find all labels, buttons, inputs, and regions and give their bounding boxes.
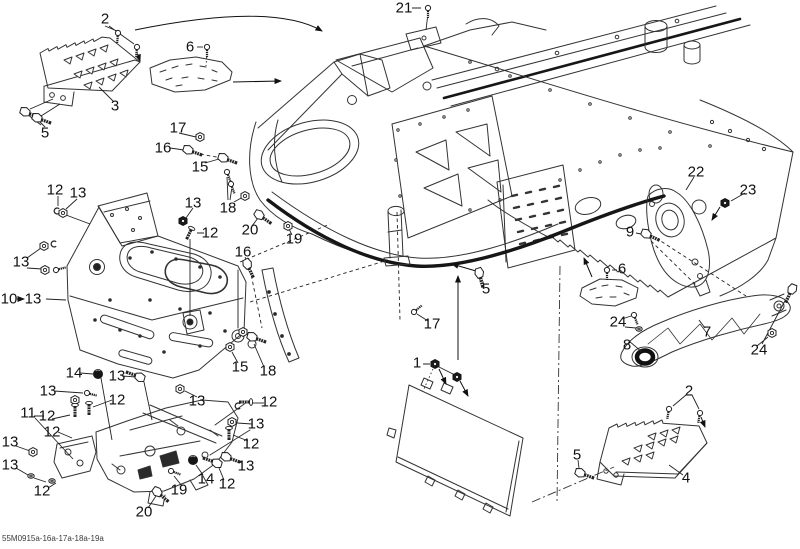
right-running-board <box>596 419 708 486</box>
callout-13: 13 <box>39 382 57 400</box>
callout-4: 4 <box>681 469 691 487</box>
callout-18: 18 <box>259 362 277 380</box>
callout-19: 19 <box>170 481 188 499</box>
callout-13: 13 <box>1 456 19 474</box>
callout-11: 11 <box>20 404 36 422</box>
callout-13: 13 <box>188 392 206 410</box>
callout-14: 14 <box>197 470 215 488</box>
callout-14: 14 <box>65 364 83 382</box>
callout-12: 12 <box>43 423 61 441</box>
callout-12: 12 <box>260 393 278 411</box>
callout-10: 10 <box>0 290 18 308</box>
callout-13: 13 <box>247 415 265 433</box>
callout-18: 18 <box>219 199 237 217</box>
callout-20: 20 <box>241 221 259 239</box>
callout-12: 12 <box>33 482 51 500</box>
callout-17: 17 <box>169 119 187 137</box>
callout-17: 17 <box>423 315 441 333</box>
callout-13: 13 <box>237 457 255 475</box>
callout-23: 23 <box>739 181 757 199</box>
callout-12: 12 <box>218 475 236 493</box>
axis-lines <box>531 265 615 504</box>
callout-13: 13 <box>12 253 30 271</box>
callout-5: 5 <box>572 446 582 464</box>
callout-7: 7 <box>702 323 712 341</box>
callout-8: 8 <box>622 336 632 354</box>
callout-12: 12 <box>46 181 64 199</box>
callout-2: 2 <box>684 382 694 400</box>
callout-12: 12 <box>108 391 126 409</box>
callout-13: 13 <box>184 194 202 212</box>
callout-13: 13 <box>69 184 87 202</box>
callout-13: 13 <box>1 433 19 451</box>
callout-5: 5 <box>40 124 50 142</box>
callout-3: 3 <box>110 97 120 115</box>
callout-22: 22 <box>687 163 705 181</box>
callout-24: 24 <box>750 341 768 359</box>
engine-support-plate-top <box>149 56 233 93</box>
callout-24: 24 <box>609 313 627 331</box>
lower-suspension-arm <box>620 293 791 368</box>
callout-5: 5 <box>481 280 491 298</box>
callout-15: 15 <box>191 158 209 176</box>
callout-12: 12 <box>38 407 56 425</box>
fasteners <box>17 4 800 507</box>
callout-19: 19 <box>285 230 303 248</box>
callout-1: 1 <box>412 354 422 372</box>
callout-2: 2 <box>100 10 110 28</box>
callout-21: 21 <box>395 0 413 17</box>
indicator-arrows <box>17 15 721 428</box>
callout-9: 9 <box>625 223 635 241</box>
callout-6: 6 <box>185 38 195 56</box>
callout-13: 13 <box>24 290 42 308</box>
engine-support-plate-right <box>579 278 639 307</box>
callout-12: 12 <box>242 435 260 453</box>
callout-20: 20 <box>135 503 153 521</box>
callout-12: 12 <box>201 224 219 242</box>
steering-support-bracket <box>646 188 711 297</box>
figure-code: 55M0915a-16a-17a-18a-19a <box>2 534 104 543</box>
callout-15: 15 <box>231 358 249 376</box>
radiator-panel <box>386 377 524 517</box>
callout-16: 16 <box>234 243 252 261</box>
callout-16: 16 <box>154 139 172 157</box>
left-running-board <box>39 36 141 107</box>
callout-13: 13 <box>108 367 126 385</box>
main-frame-tunnel <box>249 5 794 363</box>
callout-6: 6 <box>617 260 627 278</box>
